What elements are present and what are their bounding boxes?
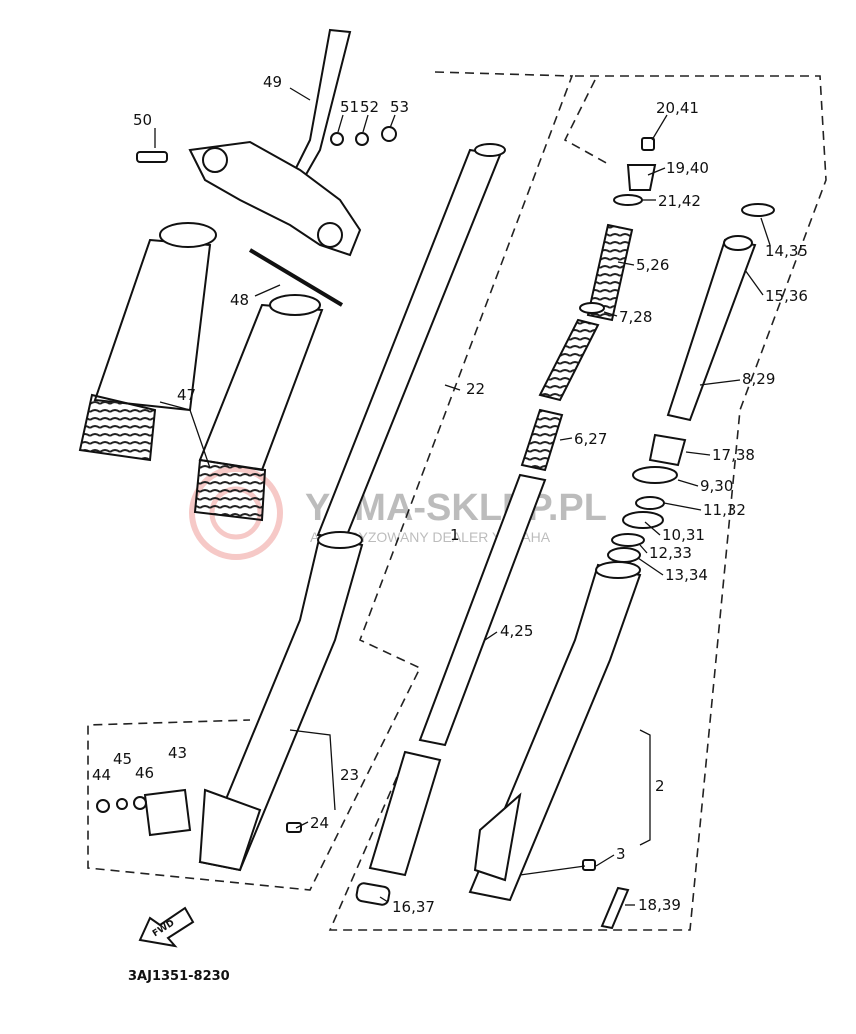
part-label: 19,40 [666,159,709,177]
part-label: 46 [135,764,154,782]
part-label: 2 [655,777,665,795]
steering-stem [136,28,362,257]
part-label: 51 [340,98,359,116]
stem-nuts [330,126,397,146]
part-label: 10,31 [662,526,705,544]
inner-tube-right [666,203,775,422]
part-label: 23 [340,766,359,784]
fork-boots [78,222,324,522]
forward-arrow: FWD [138,906,195,948]
fork-springs [520,223,634,472]
part-label: 49 [263,73,282,91]
center-assembly-outline [328,75,827,931]
part-label: 5,26 [636,256,669,274]
inner-tube-left [316,143,506,542]
part-label: 13,34 [665,566,708,584]
part-label: 14,35 [765,242,808,260]
part-label: 4,25 [500,622,533,640]
outer-tube-left [198,531,364,872]
watermark-tagline: AUTORYZOWANY DEALER YAMAHA [310,529,551,545]
part-label: 3 [616,845,626,863]
cap-bolt-parts [579,137,657,314]
part-label: 53 [390,98,409,116]
outer-tube-right [468,561,642,902]
damper-rod [355,473,547,906]
part-label: 50 [133,111,152,129]
part-label: 52 [360,98,379,116]
part-label: 20,41 [656,99,699,117]
part-label: 1 [450,526,460,544]
part-label: 11,32 [703,501,746,519]
part-label: 6,27 [574,430,607,448]
long-bolt [248,248,344,307]
part-label: 15,36 [765,287,808,305]
part-label: 24 [310,814,329,832]
part-label: 7,28 [619,308,652,326]
part-label: 48 [230,291,249,309]
part-label: 43 [168,744,187,762]
part-label: 18,39 [638,896,681,914]
part-label: 21,42 [658,192,701,210]
leader-lines [154,87,771,906]
part-label: 45 [113,750,132,768]
assembly-outlines [87,71,827,931]
part-label: 44 [92,766,111,784]
diagram-code: 3AJ1351-8230 [128,969,230,984]
part-label: 8,29 [742,370,775,388]
part-label: 9,30 [700,477,733,495]
upper-outline-segment [563,79,611,166]
left-assembly-outline [87,71,574,891]
caliper-bracket-parts [96,788,630,930]
part-label: 16,37 [392,898,435,916]
part-labels: 49 50 51 52 53 48 47 22 23 24 43 44 45 4… [92,73,808,916]
seal-stack [607,433,687,563]
part-label: 47 [177,386,196,404]
part-label: 17,38 [712,446,755,464]
part-label: 12,33 [649,544,692,562]
part-label: 22 [466,380,485,398]
